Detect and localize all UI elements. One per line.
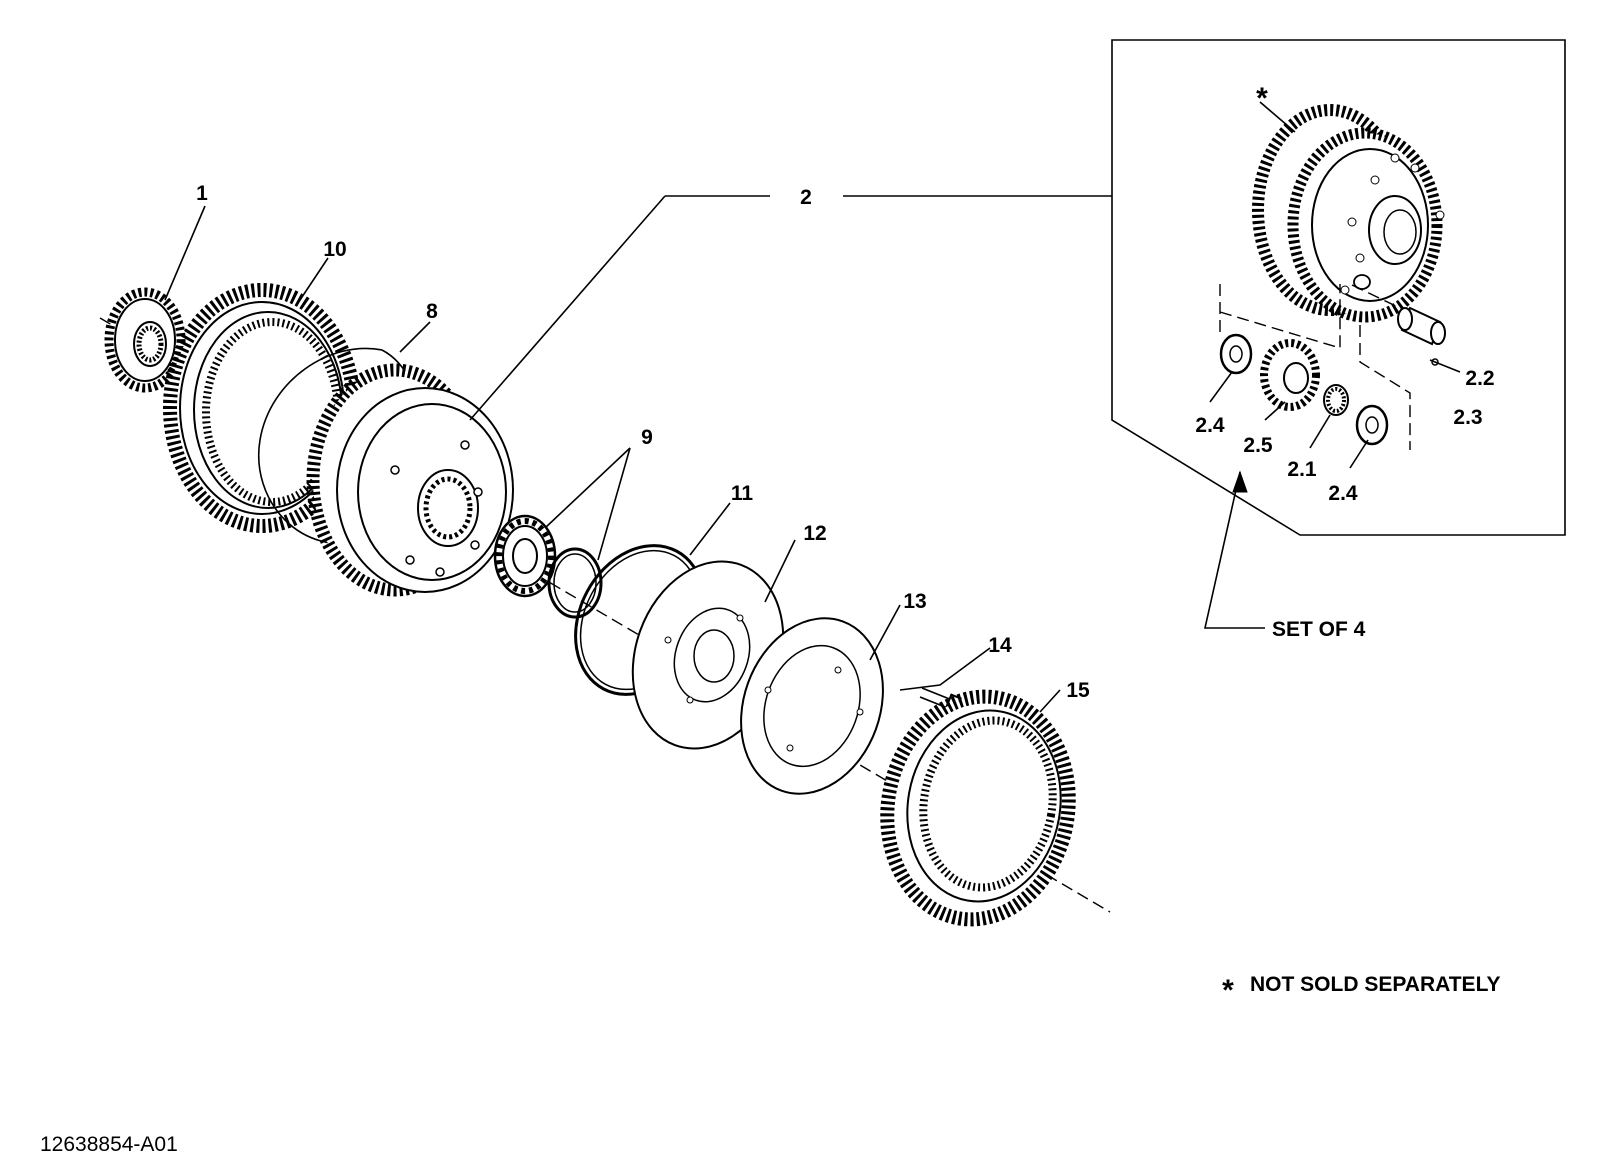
part-9-seal-ring (547, 547, 603, 619)
callout-2-4-b: 2.4 (1328, 482, 1358, 505)
inset-carrier-gear (1252, 104, 1445, 323)
callout-2-1: 2.1 (1287, 458, 1317, 481)
callout-2-3: 2.3 (1453, 406, 1482, 429)
callout-2-4-a: 2.4 (1195, 414, 1225, 437)
not-sold-marker: * (1222, 974, 1234, 1007)
part-15-outer-ring-gear (880, 689, 1076, 927)
callout-2-5: 2.5 (1243, 434, 1273, 457)
callout-11: 11 (731, 482, 754, 505)
callout-asterisk: * (1256, 82, 1268, 115)
callout-12: 12 (803, 522, 826, 545)
part-2-1-needle-bearing (1323, 384, 1349, 416)
callout-9: 9 (641, 426, 653, 449)
inset-frame (1111, 39, 1566, 536)
part-9-bearing (493, 514, 557, 598)
part-1-pinion-gear (104, 287, 186, 393)
callout-15: 15 (1066, 679, 1090, 702)
set-of-note: SET OF 4 (1272, 618, 1366, 641)
callout-14: 14 (988, 634, 1012, 657)
callout-1: 1 (196, 182, 208, 205)
part-2-2-pin (1397, 306, 1446, 346)
part-2-4-thrust-washer-b (1355, 404, 1389, 446)
part-13-friction-disc (740, 617, 884, 795)
inset-dashed-bracket (1219, 284, 1411, 450)
not-sold-note: NOT SOLD SEPARATELY (1250, 973, 1500, 996)
leader-lines (164, 101, 1461, 713)
reference-number: 12638854-A01 (40, 1133, 178, 1156)
callout-2: 2 (800, 186, 812, 209)
callout-2-2: 2.2 (1465, 367, 1494, 390)
inset-pin-centerline (1351, 284, 1426, 321)
part-2-4-thrust-washer-a (1219, 333, 1253, 375)
part-2-5-planet-gear (1260, 339, 1320, 411)
callout-10: 10 (323, 238, 346, 261)
callout-13: 13 (903, 590, 926, 613)
callout-8: 8 (426, 300, 438, 323)
part-2-planet-carrier (306, 363, 514, 597)
